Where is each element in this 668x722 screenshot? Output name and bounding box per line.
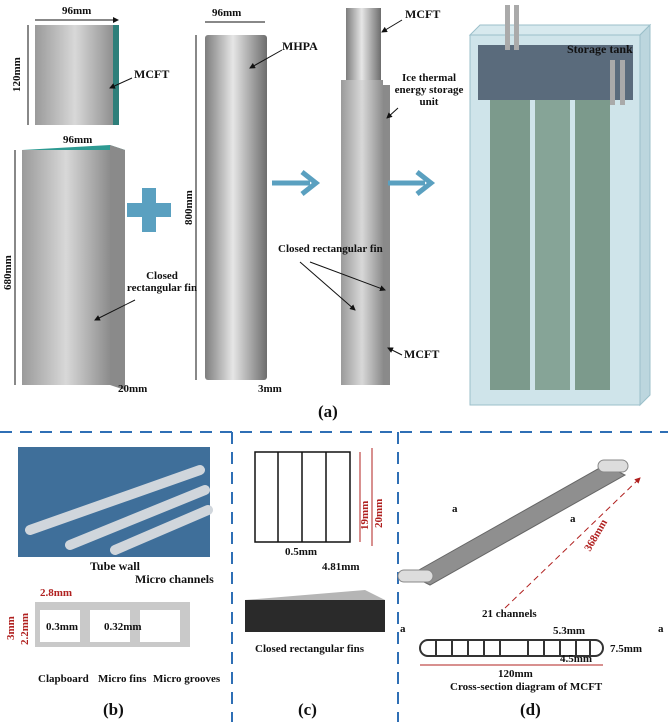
dim-thickness: 7.5mm	[610, 643, 642, 655]
mcft-tube	[408, 464, 627, 586]
fin-height: 680mm	[2, 255, 14, 290]
mhpa-width: 96mm	[212, 7, 241, 19]
closed-fin-label: Closed rectangular fin	[126, 270, 198, 294]
mhpa-height: 800mm	[183, 190, 195, 225]
dim-ch-h: 5.3mm	[553, 625, 585, 637]
mhpa-depth: 3mm	[258, 383, 282, 395]
storage-tank	[468, 5, 652, 407]
panel-b: Tube wall Micro channels 2.8mm 3mm 2.2mm…	[5, 447, 221, 719]
dim-outer-h: 20mm	[373, 499, 385, 528]
cross-section	[419, 639, 604, 657]
dim-pitch-c: 4.81mm	[322, 561, 360, 573]
unit-label-box: Ice thermal energy storage unit	[394, 72, 464, 108]
clapboard-label: Clapboard	[38, 673, 89, 685]
mcft-label-2: MCFT	[405, 7, 440, 21]
dim-pitch: 2.8mm	[40, 587, 72, 599]
channels-label: 21 channels	[482, 608, 537, 620]
caption-c: (c)	[298, 700, 317, 719]
fin-title: Closed rectangular fins	[255, 643, 365, 655]
mcft-width: 96mm	[62, 5, 91, 17]
caption-d: (d)	[520, 700, 541, 719]
fin-photo	[245, 590, 385, 632]
closed-fin-label-2: Closed rectangular fin	[278, 243, 383, 255]
micro-fins-label: Micro fins	[98, 673, 147, 685]
section-mark-4: a	[658, 623, 664, 635]
arrow-right-icon	[272, 170, 321, 196]
section-mark-1: a	[452, 503, 458, 515]
fin-section-drawing	[254, 451, 351, 543]
tube-wall-label: Tube wall	[90, 559, 141, 573]
cross-section-title: Cross-section diagram of MCFT	[450, 681, 603, 693]
dim-inner: 2.2mm	[19, 613, 31, 645]
caption-a: (a)	[318, 402, 338, 421]
dim-t2: 0.32mm	[104, 621, 142, 633]
panel-d: 368mm a a 21 channels a a 5.3mm 7.5mm 4.…	[397, 459, 664, 719]
arrow-right-icon	[388, 170, 436, 196]
mcft-plate	[35, 25, 115, 125]
section-mark-3: a	[400, 623, 406, 635]
panel-a: 96mm 120mm MCFT 96mm 680mm 20mm Closed r…	[2, 5, 652, 421]
closed-fin-block	[22, 150, 110, 385]
caption-b: (b)	[103, 700, 124, 719]
mhpa-label: MHPA	[282, 39, 318, 53]
section-mark-2: a	[570, 513, 576, 525]
mcft-label: MCFT	[134, 67, 169, 81]
dim-t1: 0.3mm	[46, 621, 78, 633]
dim-ch-w: 4.5mm	[560, 653, 592, 665]
micro-channels-label: Micro channels	[135, 572, 214, 586]
microchannel-section	[35, 602, 190, 647]
dim-inner-h: 19mm	[359, 501, 371, 530]
panel-c: 19mm 20mm 0.5mm 4.81mm Closed rectangula…	[245, 448, 385, 719]
dim-width: 120mm	[498, 668, 533, 680]
unit-label: Ice thermal energy storage unit	[394, 72, 464, 108]
dim-thick: 0.5mm	[285, 546, 317, 558]
micro-grooves-label: Micro grooves	[153, 673, 221, 685]
dim-length: 368mm	[582, 517, 610, 553]
fin-width: 96mm	[63, 134, 92, 146]
mcft-height: 120mm	[11, 57, 23, 92]
mhpa-plate	[205, 35, 267, 380]
assembled-mhpa	[346, 8, 381, 88]
tank-label: Storage tank	[567, 42, 633, 56]
assembled-unit	[341, 80, 383, 385]
mcft-label-3: MCFT	[404, 347, 439, 361]
closed-fin-label-box: Closed rectangular fin	[126, 270, 198, 294]
fin-depth: 20mm	[118, 383, 147, 395]
dim-height: 3mm	[5, 616, 17, 640]
